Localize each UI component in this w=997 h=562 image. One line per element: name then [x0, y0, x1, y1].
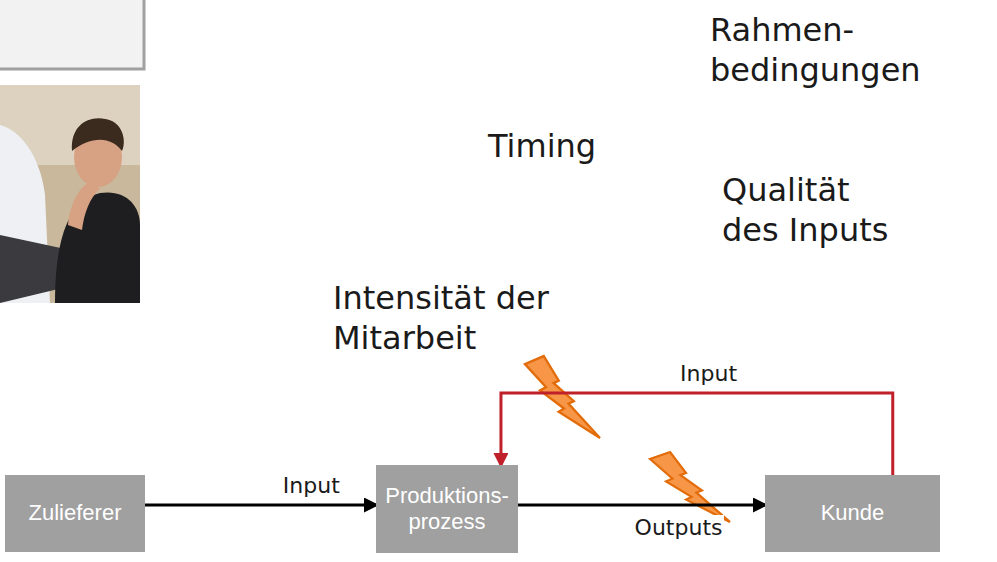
flow-arrow: [501, 393, 893, 475]
process-box: Kunde: [765, 475, 940, 552]
photo: [0, 85, 140, 303]
box-label: Kunde: [821, 500, 885, 526]
flow-arrow: [145, 504, 376, 507]
photo-hand: [68, 181, 100, 230]
photo-background: [0, 85, 140, 303]
box-label: Zulieferer: [29, 500, 122, 526]
annotation-label: Timing: [488, 126, 596, 166]
lightning-bolt-shape: [525, 356, 600, 438]
lightning-bolt: [525, 356, 600, 438]
edge-label: Input: [678, 361, 739, 387]
photo-person-right: [55, 192, 140, 303]
box-label: Produktions- prozess: [384, 483, 510, 536]
title-panel: [0, 0, 144, 69]
edge-label: Outputs: [633, 515, 725, 541]
lightning-bolt: [650, 452, 730, 522]
edge-label: Input: [281, 473, 342, 499]
annotation-label: Qualität des Inputs: [722, 170, 907, 250]
photo-hair: [72, 118, 124, 151]
annotation-label: Intensität der Mitarbeit: [333, 278, 593, 358]
flow-arrow: [518, 504, 765, 507]
annotation-label: Rahmen- bedingungen: [710, 10, 950, 90]
process-box: Produktions- prozess: [376, 465, 518, 553]
process-box: Zulieferer: [5, 475, 145, 552]
lightning-bolt-shape: [650, 452, 730, 522]
